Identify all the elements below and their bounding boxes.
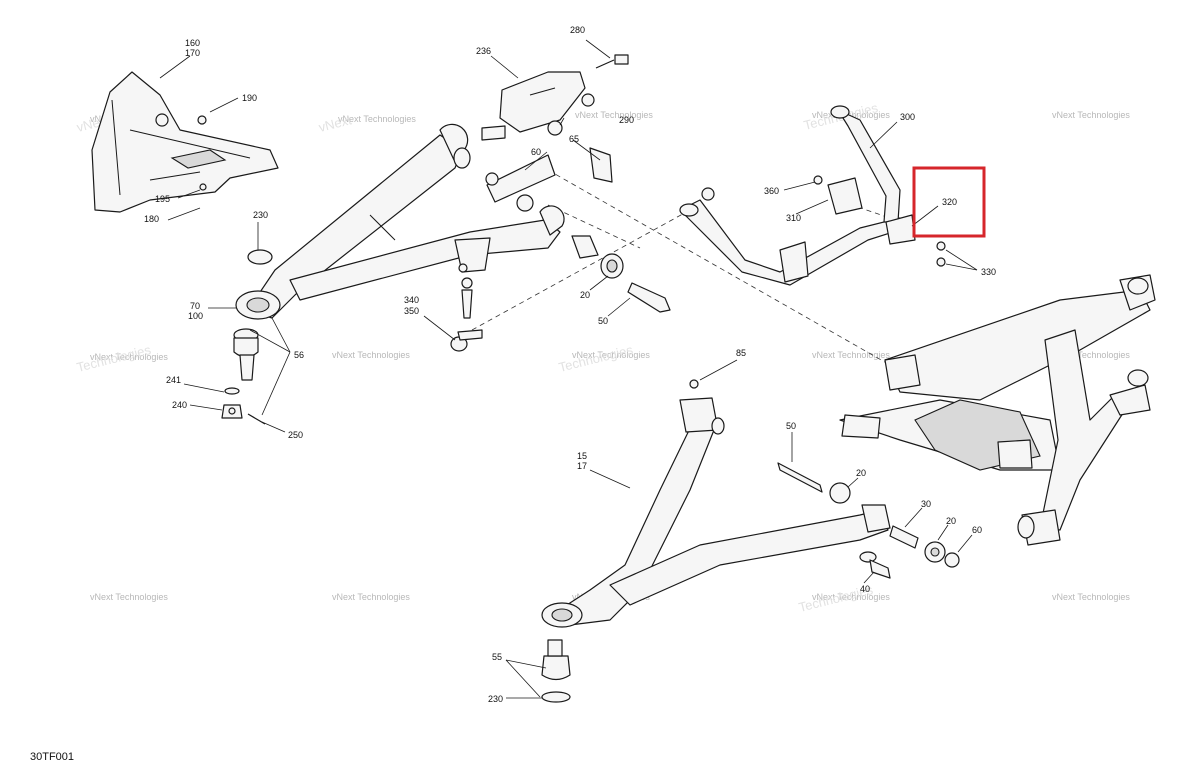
watermark: vNext Technologies	[1052, 592, 1130, 602]
bracket-236	[481, 54, 629, 212]
watermark: vNext Technologies	[812, 350, 890, 360]
callout-195: 195	[155, 194, 170, 204]
bushing-set-upper	[571, 235, 671, 313]
callout-330: 330	[981, 267, 996, 277]
callout-360: 360	[764, 186, 779, 196]
watermark: vNext Technologies	[1052, 110, 1130, 120]
callouts: 160 170 190 195 180 236 280 290 60 65 30…	[144, 25, 996, 704]
callout-170: 170	[185, 48, 200, 58]
callout-240: 240	[172, 400, 187, 410]
callout-236: 236	[476, 46, 491, 56]
callout-340: 340	[404, 295, 419, 305]
callout-30: 30	[921, 499, 931, 509]
sway-bar	[679, 105, 946, 286]
callout-290: 290	[619, 115, 634, 125]
callout-15: 15	[577, 451, 587, 461]
callout-56: 56	[294, 350, 304, 360]
callout-310: 310	[786, 213, 801, 223]
callout-50: 50	[786, 421, 796, 431]
callout-65: 65	[569, 134, 579, 144]
callout-100: 100	[188, 311, 203, 321]
watermark: vNext Technologies	[338, 114, 416, 124]
callout-280: 280	[570, 25, 585, 35]
callout-60: 60	[531, 147, 541, 157]
callout-230: 230	[253, 210, 268, 220]
figure-code: 30TF001	[30, 751, 74, 763]
watermark: vNext Technologies	[90, 352, 168, 362]
leader-lines	[159, 39, 978, 699]
callout-60: 60	[972, 525, 982, 535]
watermark: vNext Technologies	[332, 350, 410, 360]
callout-50: 50	[598, 316, 608, 326]
callout-180: 180	[144, 214, 159, 224]
callout-55: 55	[492, 652, 502, 662]
callout-17: 17	[577, 461, 587, 471]
callout-250: 250	[288, 430, 303, 440]
watermark: vNext Technologies	[575, 110, 653, 120]
callout-20: 20	[856, 468, 866, 478]
callout-20: 20	[946, 516, 956, 526]
skid-plate	[91, 71, 279, 213]
watermark: vNext Technologies	[812, 110, 890, 120]
callout-350: 350	[404, 306, 419, 316]
watermark-large: Technologies	[557, 342, 635, 375]
ball-joint-lower	[541, 639, 571, 703]
sway-bar-link	[450, 277, 483, 352]
callout-241: 241	[166, 375, 181, 385]
watermark: vNext Technologies	[812, 592, 890, 602]
watermark-large: vNext	[317, 112, 353, 135]
watermark: vNext Technologies	[1052, 350, 1130, 360]
callout-230: 230	[488, 694, 503, 704]
watermark: vNext Technologies	[572, 350, 650, 360]
bushing-set-lower	[777, 462, 960, 579]
chassis-assembly-right	[839, 274, 1156, 546]
watermark: vNext Technologies	[332, 592, 410, 602]
upper-a-arm-left	[235, 123, 565, 320]
callout-20: 20	[580, 290, 590, 300]
watermark: vNext Technologies	[90, 592, 168, 602]
callout-190: 190	[242, 93, 257, 103]
ball-joint-upper	[221, 249, 273, 425]
lower-a-arm	[541, 379, 891, 628]
callout-70: 70	[190, 301, 200, 311]
callout-320: 320	[942, 197, 957, 207]
callout-85: 85	[736, 348, 746, 358]
callout-300: 300	[900, 112, 915, 122]
highlight-box-320	[912, 166, 986, 238]
callout-160: 160	[185, 38, 200, 48]
callout-40: 40	[860, 584, 870, 594]
watermark-large: Technologies	[75, 342, 153, 375]
